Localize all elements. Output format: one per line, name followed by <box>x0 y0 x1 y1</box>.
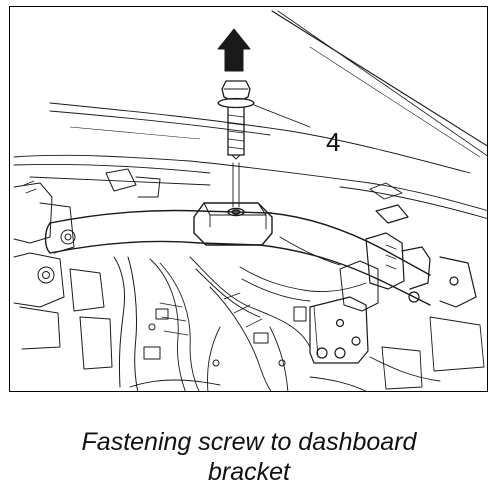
bolt-icon <box>217 80 255 160</box>
figure-caption: Fastening screw to dashboard bracket <box>0 427 498 487</box>
callout-leader <box>253 104 311 128</box>
up-arrow-icon <box>217 28 251 72</box>
wiring-harness <box>129 236 441 391</box>
cross-car-beam <box>44 209 431 306</box>
caption-line-1: Fastening screw to dashboard <box>81 428 417 456</box>
dashboard-bracket <box>193 202 273 246</box>
callout-number: 4 <box>326 127 341 157</box>
left-module-cluster <box>13 168 161 391</box>
caption-line-2: bracket <box>208 458 290 486</box>
illustration-frame: 4 <box>9 6 488 392</box>
windshield-edge <box>271 10 487 158</box>
connector-clips <box>143 306 307 367</box>
dashboard-bracket-illustration <box>13 10 487 391</box>
right-side-bracket <box>309 182 485 390</box>
alignment-guide <box>232 162 240 208</box>
dashboard-top-surface <box>13 102 487 219</box>
